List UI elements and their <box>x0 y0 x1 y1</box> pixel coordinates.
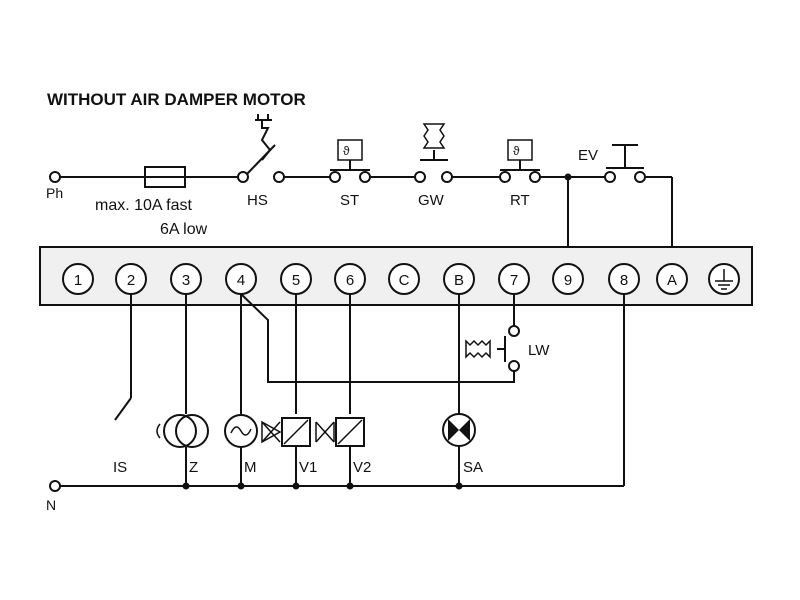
terminal-7: 7 <box>498 263 530 295</box>
terminal-3: 3 <box>170 263 202 295</box>
diagram-title: WITHOUT AIR DAMPER MOTOR <box>47 90 306 109</box>
sa-label: SA <box>463 459 483 476</box>
terminal-label: 8 <box>620 272 628 289</box>
terminal-label: 3 <box>182 272 190 289</box>
earth-terminal <box>708 263 740 295</box>
rt-thermostat-icon <box>507 139 533 161</box>
terminal-label: 5 <box>292 272 300 289</box>
terminal-b: B <box>443 263 475 295</box>
terminal-circle <box>62 263 94 295</box>
bottom-circuit <box>49 293 625 492</box>
fuse-label-line1: max. 10A fast <box>95 197 192 214</box>
ev-label: EV <box>578 147 598 164</box>
z-transformer-icon <box>156 414 209 448</box>
terminal-9: 9 <box>552 263 584 295</box>
terminal-label: C <box>399 272 410 289</box>
terminal-circle <box>388 263 420 295</box>
terminal-label: 2 <box>127 272 135 289</box>
terminal-6: 6 <box>334 263 366 295</box>
hs-label: HS <box>247 192 268 209</box>
terminal-label: 7 <box>510 272 518 289</box>
terminal-5: 5 <box>280 263 312 295</box>
terminal-2: 2 <box>115 263 147 295</box>
st-thermostat-icon <box>337 139 363 161</box>
terminal-label: 4 <box>237 272 245 289</box>
v2-valve-icon <box>315 417 365 447</box>
is-switch <box>114 397 132 421</box>
terminal-1: 1 <box>62 263 94 295</box>
m-label: M <box>244 459 257 476</box>
svg-text:ϑ: ϑ <box>513 144 520 158</box>
gw-label: GW <box>418 192 445 209</box>
phase-terminal <box>49 171 61 183</box>
terminal-circle <box>656 263 688 295</box>
neutral-terminal <box>49 480 61 492</box>
sa-lamp-icon <box>442 413 476 447</box>
terminal-8: 8 <box>608 263 640 295</box>
v2-label: V2 <box>353 459 371 476</box>
lw-label: LW <box>528 342 550 359</box>
terminal-label: 1 <box>74 272 82 289</box>
m-motor-icon <box>224 414 258 448</box>
ground-icon <box>715 269 733 290</box>
rt-label: RT <box>510 192 530 209</box>
phase-line: ϑ ϑ <box>49 114 673 267</box>
phase-label: Ph <box>46 185 63 201</box>
terminal-a: A <box>656 263 688 295</box>
terminal-label: A <box>667 272 677 289</box>
svg-text:ϑ: ϑ <box>343 144 350 158</box>
terminal-c: C <box>388 263 420 295</box>
z-label: Z <box>189 459 198 476</box>
v1-label: V1 <box>299 459 317 476</box>
v1-valve-icon <box>261 417 311 447</box>
terminal-label: B <box>454 272 464 289</box>
fuse-label-line2: 6A low <box>160 221 208 238</box>
gw-bellows-icon <box>422 123 446 149</box>
terminal-label: 9 <box>564 272 572 289</box>
is-label: IS <box>113 459 127 476</box>
terminal-circle <box>552 263 584 295</box>
terminal-label: 6 <box>346 272 354 289</box>
lw-bellows-icon <box>465 339 491 359</box>
neutral-label: N <box>46 497 56 513</box>
st-label: ST <box>340 192 359 209</box>
terminal-4: 4 <box>225 263 257 295</box>
